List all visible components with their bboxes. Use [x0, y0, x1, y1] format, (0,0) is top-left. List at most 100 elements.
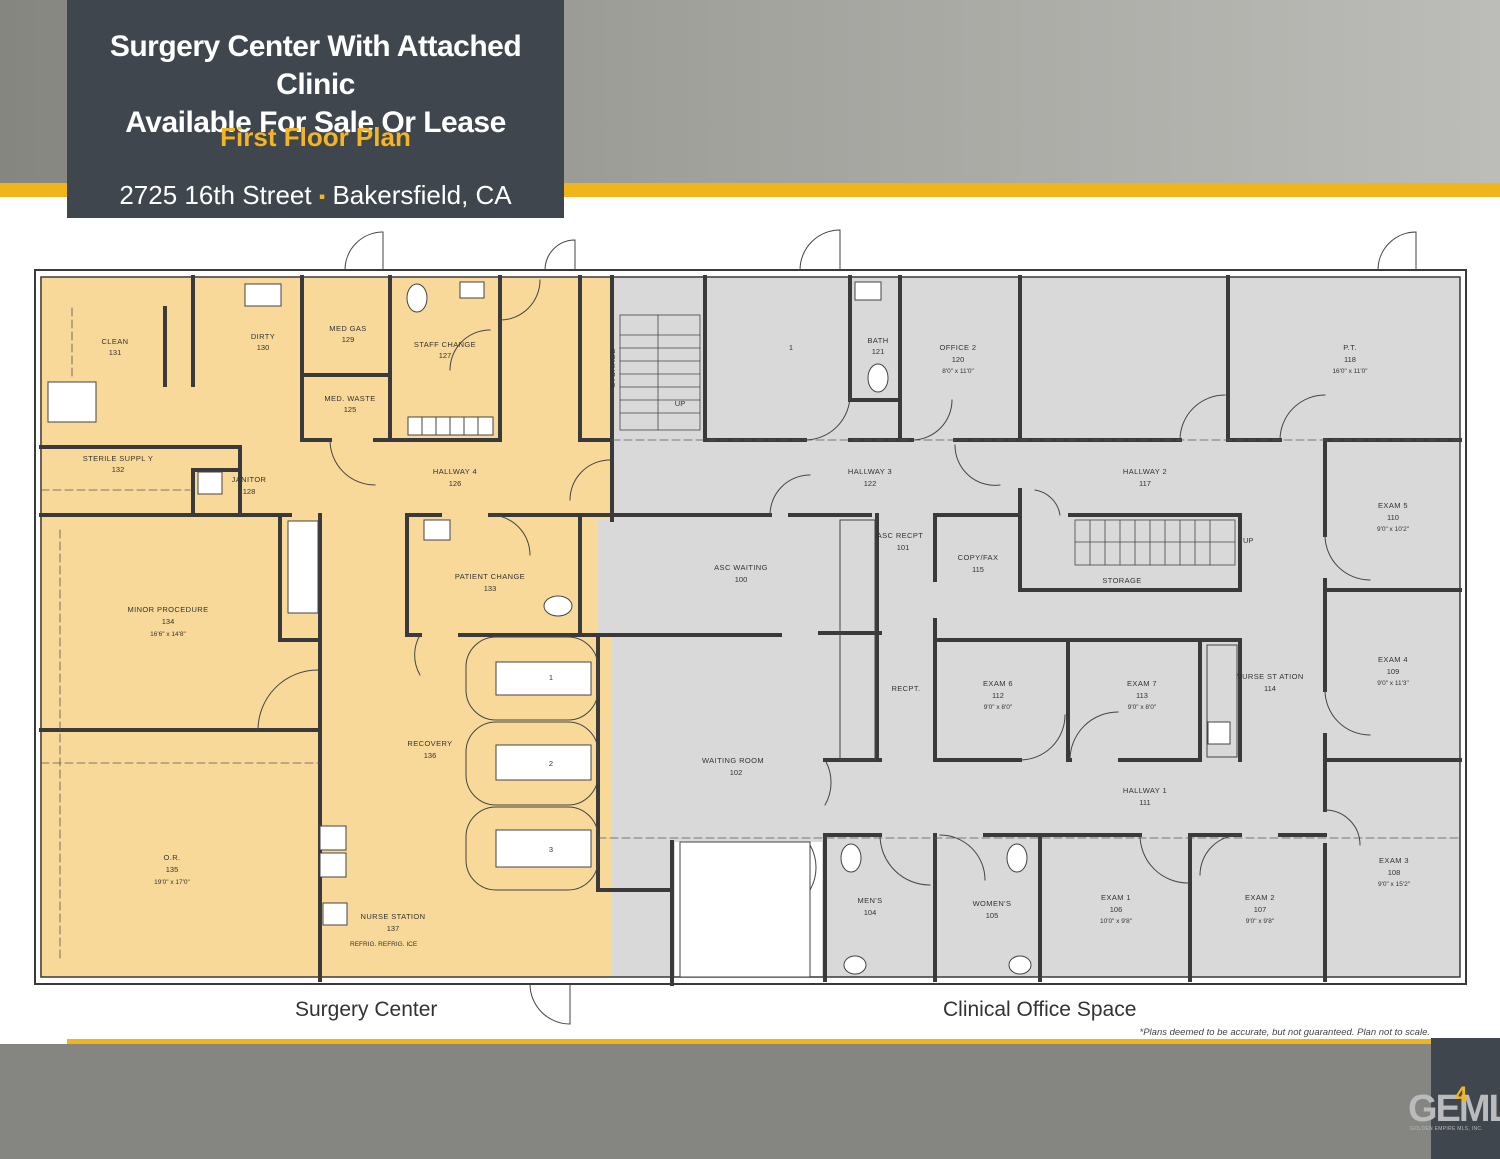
door-swing [1324, 689, 1371, 736]
room-ascwaiting-name: ASC WAITING [714, 563, 768, 572]
room-bath-num: 121 [872, 347, 885, 356]
sterilizer [47, 381, 97, 423]
room-recovery-name: RECOVERY [407, 739, 452, 748]
room-nursestation114-name: NURSE ST ATION [1236, 672, 1303, 681]
page-title: Surgery Center With Attached Clinic Avai… [67, 28, 564, 142]
room-waitingroom-name: WAITING ROOM [702, 756, 764, 765]
door-swing [769, 474, 811, 516]
room-or-dim: 19'0" x 17'0" [154, 879, 190, 886]
room-office2-num: 120 [952, 355, 965, 364]
sink-icon [244, 283, 282, 307]
door-swing [804, 394, 851, 441]
door-swing [809, 844, 817, 891]
door-swing [954, 444, 1001, 486]
door-swing [824, 759, 832, 806]
room-hallway2-num: 117 [1139, 479, 1151, 488]
address-city: Bakersfield, CA [332, 180, 512, 210]
room-hallway4-num: 126 [449, 479, 462, 488]
nurse-counter [1206, 644, 1238, 758]
room-ascrecpt-name: ASC RECPT [877, 531, 924, 540]
room-hallway4-name: HALLWAY 4 [433, 467, 477, 476]
door-swing [1139, 834, 1189, 884]
door-swing [1324, 809, 1361, 846]
property-address: 2725 16th Street ▪ Bakersfield, CA [67, 180, 564, 211]
room-minorproc-dim: 16'6" x 14'8" [150, 631, 186, 638]
door-swing [499, 279, 541, 321]
title-line-1: Surgery Center With Attached Clinic [109, 30, 522, 101]
room-nursestation137-num: 137 [387, 924, 400, 933]
room-exam5-name: EXAM 5 [1378, 501, 1408, 510]
room-janitor-name: JANITOR [232, 475, 267, 484]
recovery-bay [465, 721, 599, 806]
room-exam1-dim: 10'0" x 9'8" [1100, 918, 1133, 925]
bed-3-label: 3 [549, 845, 553, 854]
toilet-icon [1006, 843, 1028, 873]
room-recovery-num: 136 [424, 751, 437, 760]
footer-accent-rule [67, 1039, 1431, 1046]
door-swing [569, 459, 611, 501]
room-exam5-num: 110 [1387, 513, 1399, 522]
room-womens-num: 105 [986, 911, 999, 920]
toilet-icon [867, 363, 889, 393]
header-title-box: Surgery Center With Attached Clinic Avai… [67, 0, 564, 218]
bed [495, 744, 592, 781]
vestibule-frame [679, 841, 811, 978]
door-swing [489, 514, 531, 556]
door-swing [1199, 834, 1241, 876]
sink-icon [1207, 721, 1231, 745]
sink-icon [854, 281, 882, 301]
room-office2-name: OFFICE 2 [940, 343, 977, 352]
room-exam1-name: EXAM 1 [1101, 893, 1131, 902]
sink-icon [1008, 955, 1032, 975]
room-mens-num: 104 [864, 908, 877, 917]
room-exam3-num: 108 [1388, 868, 1401, 877]
room-recpt-name: RECPT. [891, 684, 920, 693]
room-exam3-dim: 9'0" x 15'2" [1378, 881, 1411, 888]
stair-up-label-2: UP [1243, 536, 1253, 545]
room-pt-name: P.T. [1343, 343, 1357, 352]
room-exam7-name: EXAM 7 [1127, 679, 1157, 688]
room-medwaste-name: MED. WASTE [324, 394, 375, 403]
bed [495, 829, 592, 868]
room-storage-h: STORAGE [1102, 576, 1141, 585]
door-swing [344, 231, 384, 271]
door-swing [529, 983, 571, 1025]
room-exam4-name: EXAM 4 [1378, 655, 1408, 664]
room-or-name: O.R. [163, 853, 180, 862]
door-swing [1377, 231, 1417, 271]
room-or-num: 135 [166, 865, 179, 874]
mop-sink-icon [197, 471, 223, 495]
scrub-sink [287, 520, 319, 614]
room-pt-dim: 16'0" x 11'0" [1332, 368, 1368, 375]
sink-icon [319, 825, 347, 851]
footer-band [0, 1044, 1500, 1159]
recovery-bay [465, 806, 599, 891]
room-clean-name: CLEAN [101, 337, 128, 346]
door-swing [799, 229, 841, 271]
room-sterile-num: 132 [112, 465, 125, 474]
address-street: 2725 16th Street [119, 180, 312, 210]
toilet-icon [543, 595, 573, 617]
bed-2-label: 2 [549, 759, 553, 768]
room-bath-name: BATH [867, 336, 888, 345]
room-ascrecpt-num: 101 [897, 543, 910, 552]
room-exam7-dim: 9'0" x 8'0" [1128, 704, 1157, 711]
door-swing [414, 634, 421, 676]
room-medgas-num: 129 [342, 335, 355, 344]
disclaimer-note: *Plans deemed to be accurate, but not gu… [1139, 1027, 1430, 1038]
walls [34, 229, 1467, 1025]
room-patientchange-name: PATIENT CHANGE [455, 572, 525, 581]
door-swing [1034, 489, 1061, 516]
door-swing [1069, 711, 1119, 761]
exterior-wall [34, 269, 1467, 985]
room-exam6-num: 112 [992, 691, 1004, 700]
refrig-ice-labels: REFRIG. REFRIG. ICE [350, 941, 418, 948]
room-exam7-num: 113 [1136, 691, 1148, 700]
title-line-2: Available For Sale Or Lease [125, 106, 506, 139]
sink-icon [423, 519, 451, 541]
room-clean-num: 131 [109, 348, 122, 357]
recovery-bay [465, 636, 599, 721]
room-staffchange-name: STAFF CHANGE [414, 340, 476, 349]
room-exam2-name: EXAM 2 [1245, 893, 1275, 902]
